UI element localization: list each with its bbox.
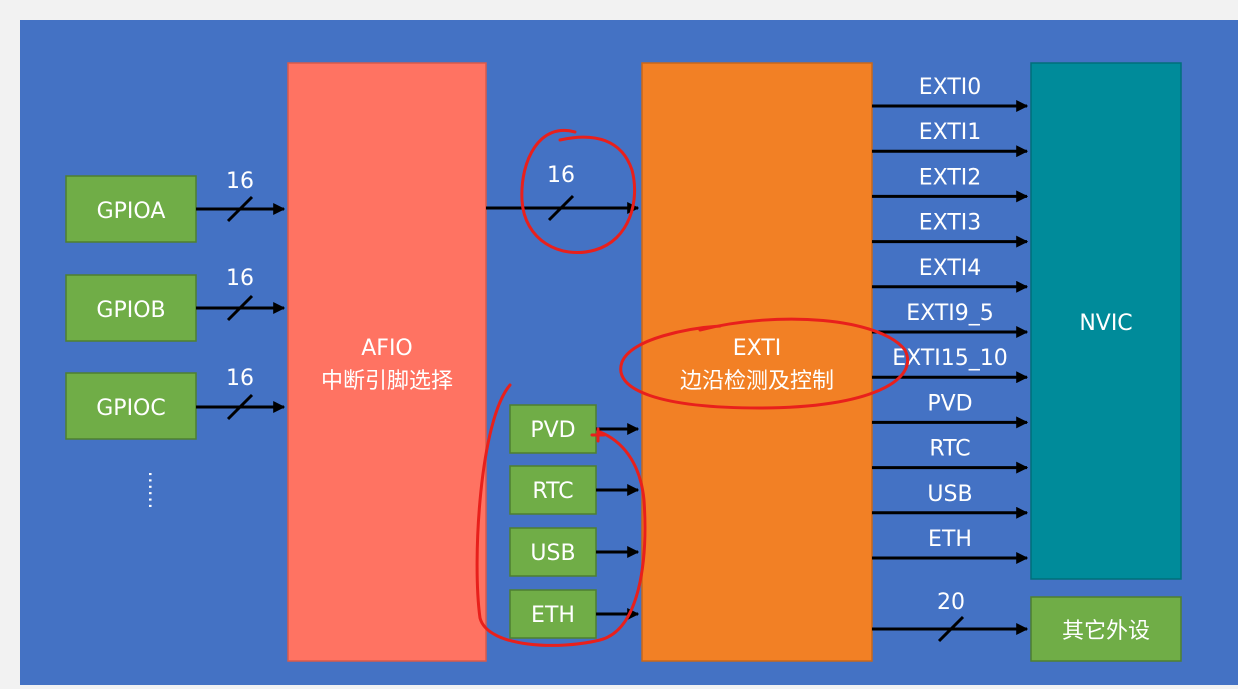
gpio-a-bus: 16 [196,169,286,223]
output-label: RTC [929,437,970,462]
output-label: EXTI3 [919,211,982,236]
gpio-b-bus: 16 [196,266,286,322]
exti-block: EXTI 边沿检测及控制 [641,62,873,662]
exti-output-eth: ETH [872,527,1029,564]
exti-output-exti4: EXTI4 [872,256,1029,293]
bus-width-label: 20 [937,590,965,615]
annotation-circle-bus [520,128,637,255]
bus-width-label: 16 [226,169,254,194]
peripheral-label: ETH [531,603,575,628]
afio-block: AFIO 中断引脚选择 [287,62,487,662]
gpio-ellipsis: ······ [138,471,162,509]
output-label: EXTI4 [919,256,982,281]
peripheral-block-rtc: RTC [509,465,640,515]
exti-output-exti0: EXTI0 [872,75,1029,112]
gpio-block-b: GPIOB [65,274,197,342]
nvic-block: NVIC [1030,62,1182,580]
output-label: USB [927,482,972,507]
bus-width-label: 16 [226,366,254,391]
peripheral-block-pvd: PVD [509,404,640,454]
red-annotations [475,128,910,647]
afio-title: AFIO [361,336,413,361]
output-label: EXTI2 [919,165,982,190]
other-peripherals-label: 其它外设 [1062,619,1150,644]
bus-width-label: 16 [226,266,254,291]
output-label: EXTI1 [919,120,982,145]
peripheral-blocks: PVD RTC USB ETH [509,404,640,639]
peripheral-box [509,404,597,454]
gpio-c-bus: 16 [196,366,286,421]
annotation-loop-peripherals [475,383,647,647]
peripheral-label: RTC [532,479,573,504]
exti-output-rtc: RTC [872,437,1029,474]
gpio-label: GPIOB [96,298,165,323]
peripheral-label: PVD [530,418,575,443]
peripheral-box [509,465,597,515]
afio-exti-bus: 16 [486,163,640,222]
output-label: EXTI9_5 [906,301,994,326]
exti-output-exti9_5: EXTI9_5 [872,301,1029,338]
gpio-label: GPIOA [97,199,166,224]
output-label: EXTI0 [919,75,982,100]
afio-subtitle: 中断引脚选择 [321,369,453,394]
exti-output-lines: EXTI0EXTI1EXTI2EXTI3EXTI4EXTI9_5EXTI15_1… [872,75,1029,564]
output-label: PVD [927,391,972,416]
gpio-label: GPIOC [96,396,165,421]
exti-output-exti15_10: EXTI15_10 [872,346,1029,384]
annotation-ellipse-exti [619,317,910,410]
exti-output-exti1: EXTI1 [872,120,1029,158]
output-label: ETH [928,527,972,552]
output-label: EXTI15_10 [892,346,1008,371]
peripheral-label: USB [530,541,575,566]
exti-output-pvd: PVD [872,391,1029,429]
exti-title: EXTI [733,336,782,361]
other-peripherals: 20 其它外设 [872,590,1182,662]
nvic-label: NVIC [1079,311,1132,336]
exti-output-exti3: EXTI3 [872,211,1029,248]
gpio-block-c: GPIOC [65,372,197,440]
annotation-plus-mark [590,427,606,443]
exti-subtitle: 边沿检测及控制 [680,369,834,394]
gpio-block-a: GPIOA [65,175,197,243]
exti-output-exti2: EXTI2 [872,165,1029,203]
peripheral-box [509,589,597,639]
peripheral-box [509,527,597,577]
peripheral-block-usb: USB [509,527,640,577]
peripheral-block-eth: ETH [509,589,640,639]
exti-output-usb: USB [872,482,1029,519]
bus-width-label: 16 [547,163,575,188]
